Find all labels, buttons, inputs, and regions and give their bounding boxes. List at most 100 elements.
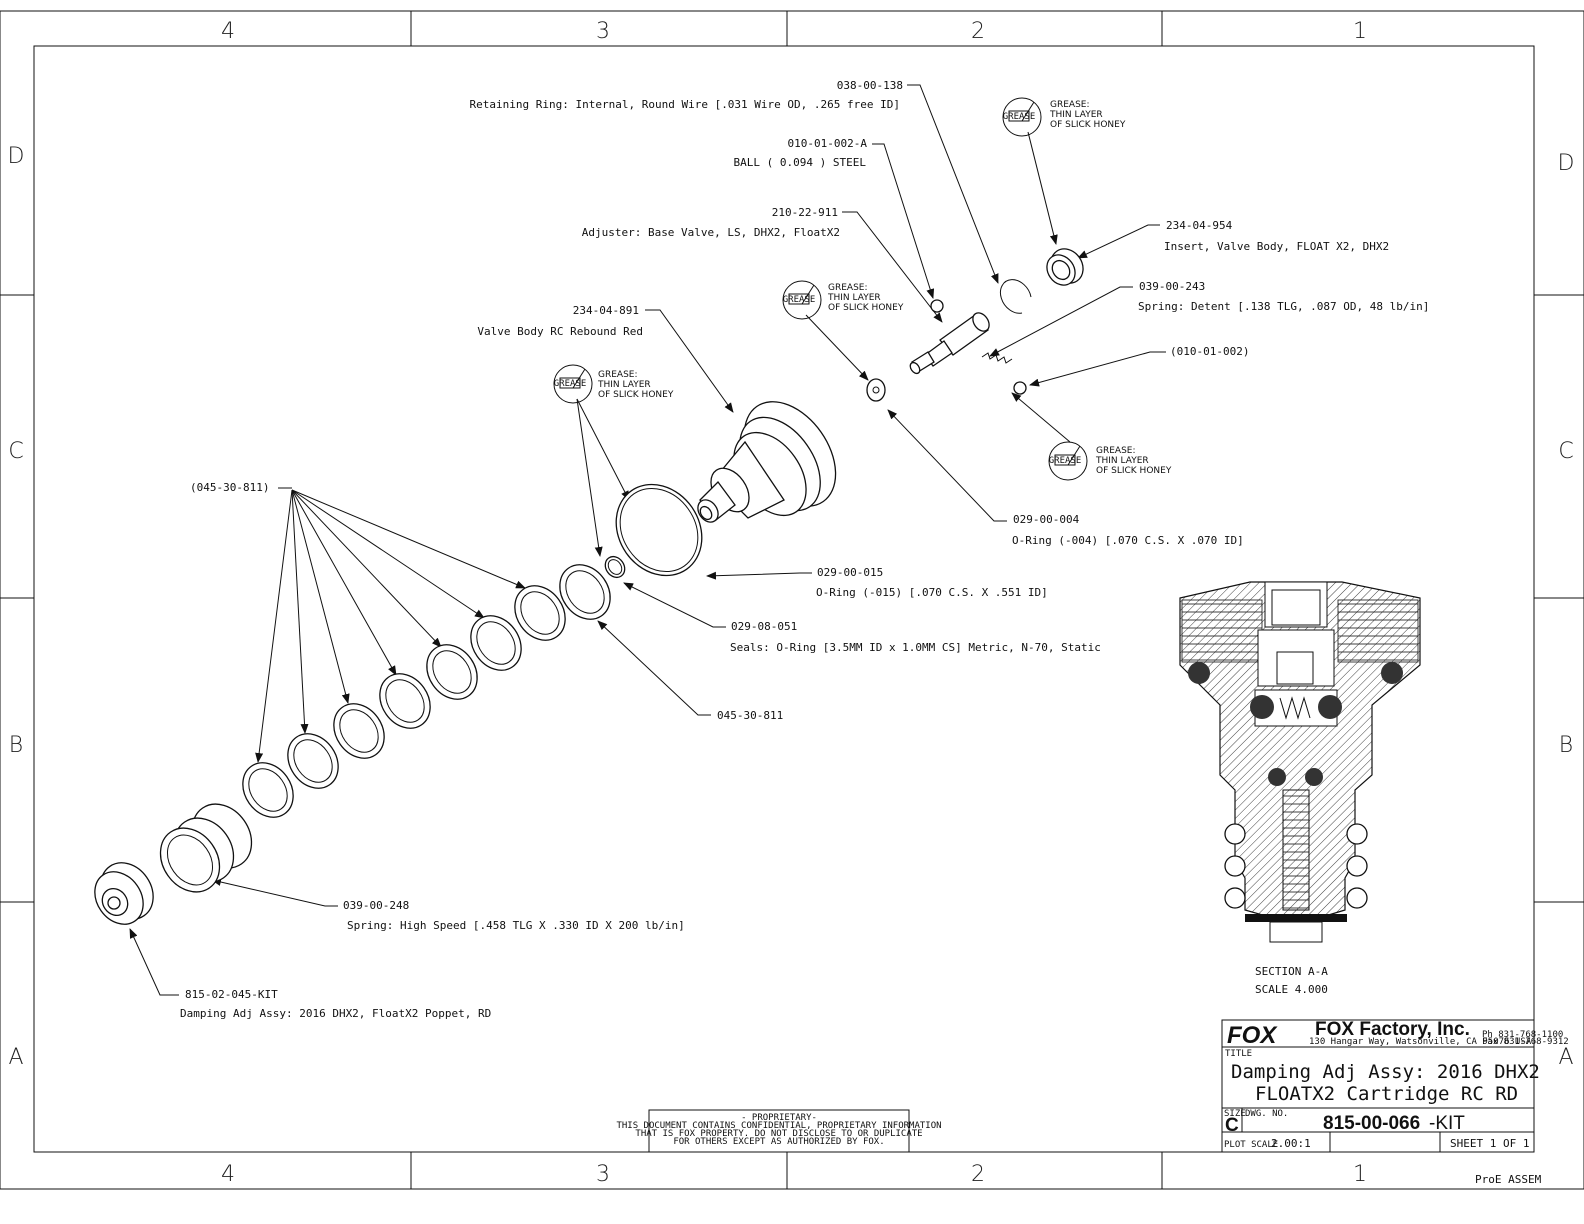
callout-029-00-004-num: 029-00-004 bbox=[1013, 513, 1080, 526]
svg-text:THIN LAYER: THIN LAYER bbox=[1095, 456, 1149, 466]
zone-row-d-left: D bbox=[8, 144, 25, 169]
callout-234-04-954-desc: Insert, Valve Body, FLOAT X2, DHX2 bbox=[1164, 240, 1389, 253]
grease-note-1: GREASE GREASE: THIN LAYER OF SLICK HONEY bbox=[1002, 97, 1126, 137]
zone-col-4-top: 4 bbox=[221, 19, 235, 44]
callout-815-02-045-kit-desc: Damping Adj Assy: 2016 DHX2, FloatX2 Pop… bbox=[180, 1007, 491, 1020]
callout-234-04-891-desc: Valve Body RC Rebound Red bbox=[477, 325, 643, 338]
svg-text:OF SLICK HONEY: OF SLICK HONEY bbox=[1050, 120, 1126, 130]
grease-icon: GREASE bbox=[1049, 456, 1082, 466]
callout-815-02-045-kit-num: 815-02-045-KIT bbox=[185, 988, 278, 1001]
section-scale: SCALE 4.000 bbox=[1255, 983, 1328, 996]
exploded-parts bbox=[94, 248, 1084, 925]
zone-row-b-right: B bbox=[1559, 733, 1573, 758]
company-fax: Fax 831-768-9312 bbox=[1482, 1037, 1569, 1047]
svg-text:THIN LAYER: THIN LAYER bbox=[597, 380, 651, 390]
part-valve-body bbox=[697, 401, 837, 523]
plot-scale: 2.00:1 bbox=[1271, 1137, 1311, 1150]
callout-039-00-243-num: 039-00-243 bbox=[1139, 280, 1205, 293]
svg-text:DWG. NO.: DWG. NO. bbox=[1245, 1109, 1288, 1119]
callout-010-01-002-num: (010-01-002) bbox=[1170, 345, 1249, 358]
zone-col-2-top: 2 bbox=[971, 19, 985, 44]
part-high-speed-spring bbox=[159, 803, 253, 893]
sheet-number: SHEET 1 OF 1 bbox=[1450, 1137, 1529, 1150]
callout-029-00-015-desc: O-Ring (-015) [.070 C.S. X .551 ID] bbox=[816, 586, 1048, 599]
zone-col-4-bottom: 4 bbox=[221, 1162, 235, 1187]
drawing-title-line2: FLOATX2 Cartridge RC RD bbox=[1255, 1083, 1518, 1105]
callout-210-22-911-num: 210-22-911 bbox=[772, 206, 838, 219]
zone-col-3-bottom: 3 bbox=[596, 1162, 610, 1187]
fox-logo: FOX bbox=[1227, 1022, 1278, 1049]
part-ball-2 bbox=[1013, 381, 1027, 395]
svg-text:GREASE:: GREASE: bbox=[598, 370, 638, 380]
callouts: 038-00-138 Retaining Ring: Internal, Rou… bbox=[180, 79, 1429, 1020]
callout-045-30-811-paren: (045-30-811) bbox=[190, 481, 269, 494]
zone-col-2-bottom: 2 bbox=[971, 1162, 985, 1187]
company-name: FOX Factory, Inc. bbox=[1315, 1019, 1470, 1040]
callout-210-22-911-desc: Adjuster: Base Valve, LS, DHX2, FloatX2 bbox=[582, 226, 840, 239]
svg-text:FOR OTHERS EXCEPT AS AUTHORIZE: FOR OTHERS EXCEPT AS AUTHORIZED BY FOX. bbox=[673, 1137, 884, 1147]
company-address: 130 Hangar Way, Watsonville, CA 95076 US… bbox=[1309, 1037, 1532, 1047]
callout-039-00-243-desc: Spring: Detent [.138 TLG, .087 OD, 48 lb… bbox=[1138, 300, 1429, 313]
svg-text:PLOT SCALE: PLOT SCALE bbox=[1224, 1140, 1278, 1150]
svg-text:OF SLICK HONEY: OF SLICK HONEY bbox=[598, 390, 674, 400]
grease-icon: GREASE bbox=[1003, 112, 1036, 122]
section-title: SECTION A-A bbox=[1255, 965, 1328, 978]
svg-text:SIZE: SIZE bbox=[1224, 1109, 1246, 1119]
drawing-number-suffix: -KIT bbox=[1429, 1113, 1465, 1134]
callout-234-04-954-num: 234-04-954 bbox=[1166, 219, 1233, 232]
zone-col-1-bottom: 1 bbox=[1353, 1162, 1367, 1187]
section-view-a-a: SECTION A-A SCALE 4.000 bbox=[1179, 581, 1421, 996]
svg-text:THIN LAYER: THIN LAYER bbox=[827, 293, 881, 303]
callout-010-01-002-a-desc: BALL ( 0.094 ) STEEL bbox=[734, 156, 867, 169]
grease-note-2: GREASE GREASE: THIN LAYER OF SLICK HONEY bbox=[782, 280, 904, 320]
callout-039-00-248-desc: Spring: High Speed [.458 TLG X .330 ID X… bbox=[347, 919, 685, 932]
zone-row-c-left: C bbox=[8, 439, 23, 464]
part-adjuster bbox=[909, 312, 990, 375]
title-block: FOX FOX Factory, Inc. 130 Hangar Way, Wa… bbox=[1221, 1019, 1569, 1186]
callout-029-00-004-desc: O-Ring (-004) [.070 C.S. X .070 ID] bbox=[1012, 534, 1244, 547]
part-ball bbox=[930, 299, 944, 313]
zone-col-1-top: 1 bbox=[1353, 19, 1367, 44]
svg-text:GREASE:: GREASE: bbox=[828, 283, 868, 293]
grease-icon: GREASE bbox=[783, 295, 816, 305]
callout-045-30-811-num: 045-30-811 bbox=[717, 709, 783, 722]
svg-text:GREASE:: GREASE: bbox=[1096, 446, 1136, 456]
company-phone: Ph 831-768-1100 bbox=[1482, 1030, 1563, 1040]
leader-lines bbox=[129, 84, 1166, 996]
part-retaining-ring bbox=[1000, 279, 1032, 314]
part-oring-metric bbox=[604, 555, 626, 579]
callout-234-04-891-num: 234-04-891 bbox=[573, 304, 639, 317]
callout-029-00-015-num: 029-00-015 bbox=[817, 566, 883, 579]
zone-row-a-left: A bbox=[8, 1045, 23, 1070]
part-detent-spring bbox=[981, 352, 1013, 364]
outer-border bbox=[0, 10, 1584, 1190]
zone-labels: 4 3 2 1 4 3 2 1 D C B A D C B A bbox=[8, 19, 1575, 1187]
grease-note-4: GREASE GREASE: THIN LAYER OF SLICK HONEY bbox=[1048, 441, 1172, 481]
svg-text:THIS DOCUMENT CONTAINS CONFIDE: THIS DOCUMENT CONTAINS CONFIDENTIAL, PRO… bbox=[616, 1121, 941, 1131]
svg-text:- PROPRIETARY-: - PROPRIETARY- bbox=[741, 1113, 817, 1123]
callout-038-00-138-num: 038-00-138 bbox=[837, 79, 903, 92]
zone-row-c-right: C bbox=[1558, 439, 1573, 464]
callout-038-00-138-desc: Retaining Ring: Internal, Round Wire [.0… bbox=[470, 98, 900, 111]
grease-note-3: GREASE GREASE: THIN LAYER OF SLICK HONEY bbox=[553, 364, 674, 404]
drawing-number: 815-00-066 bbox=[1323, 1113, 1420, 1134]
zone-row-a-right: A bbox=[1558, 1045, 1573, 1070]
part-oring-015 bbox=[615, 483, 703, 577]
proprietary-notice: - PROPRIETARY- THIS DOCUMENT CONTAINS CO… bbox=[616, 1109, 942, 1153]
callout-010-01-002-a-num: 010-01-002-A bbox=[788, 137, 868, 150]
svg-text:THAT IS FOX PROPERTY. DO NOT: THAT IS FOX PROPERTY. DO NOT DISCLOSE TO… bbox=[635, 1129, 922, 1139]
part-insert-valve-body bbox=[1046, 248, 1084, 286]
callout-029-08-051-num: 029-08-051 bbox=[731, 620, 797, 633]
svg-text:GREASE:: GREASE: bbox=[1050, 100, 1090, 110]
drawing-title-line1: Damping Adj Assy: 2016 DHX2 bbox=[1231, 1061, 1540, 1083]
zone-dividers bbox=[0, 11, 1584, 1189]
part-oring-004 bbox=[866, 378, 886, 402]
svg-text:OF SLICK HONEY: OF SLICK HONEY bbox=[1096, 466, 1172, 476]
part-poppet bbox=[94, 862, 154, 925]
svg-text:TITLE: TITLE bbox=[1225, 1049, 1252, 1059]
svg-text:OF SLICK HONEY: OF SLICK HONEY bbox=[828, 303, 904, 313]
callout-039-00-248-num: 039-00-248 bbox=[343, 899, 409, 912]
footer-note: ProE ASSEM bbox=[1475, 1173, 1542, 1186]
part-shim-stack bbox=[242, 564, 611, 818]
